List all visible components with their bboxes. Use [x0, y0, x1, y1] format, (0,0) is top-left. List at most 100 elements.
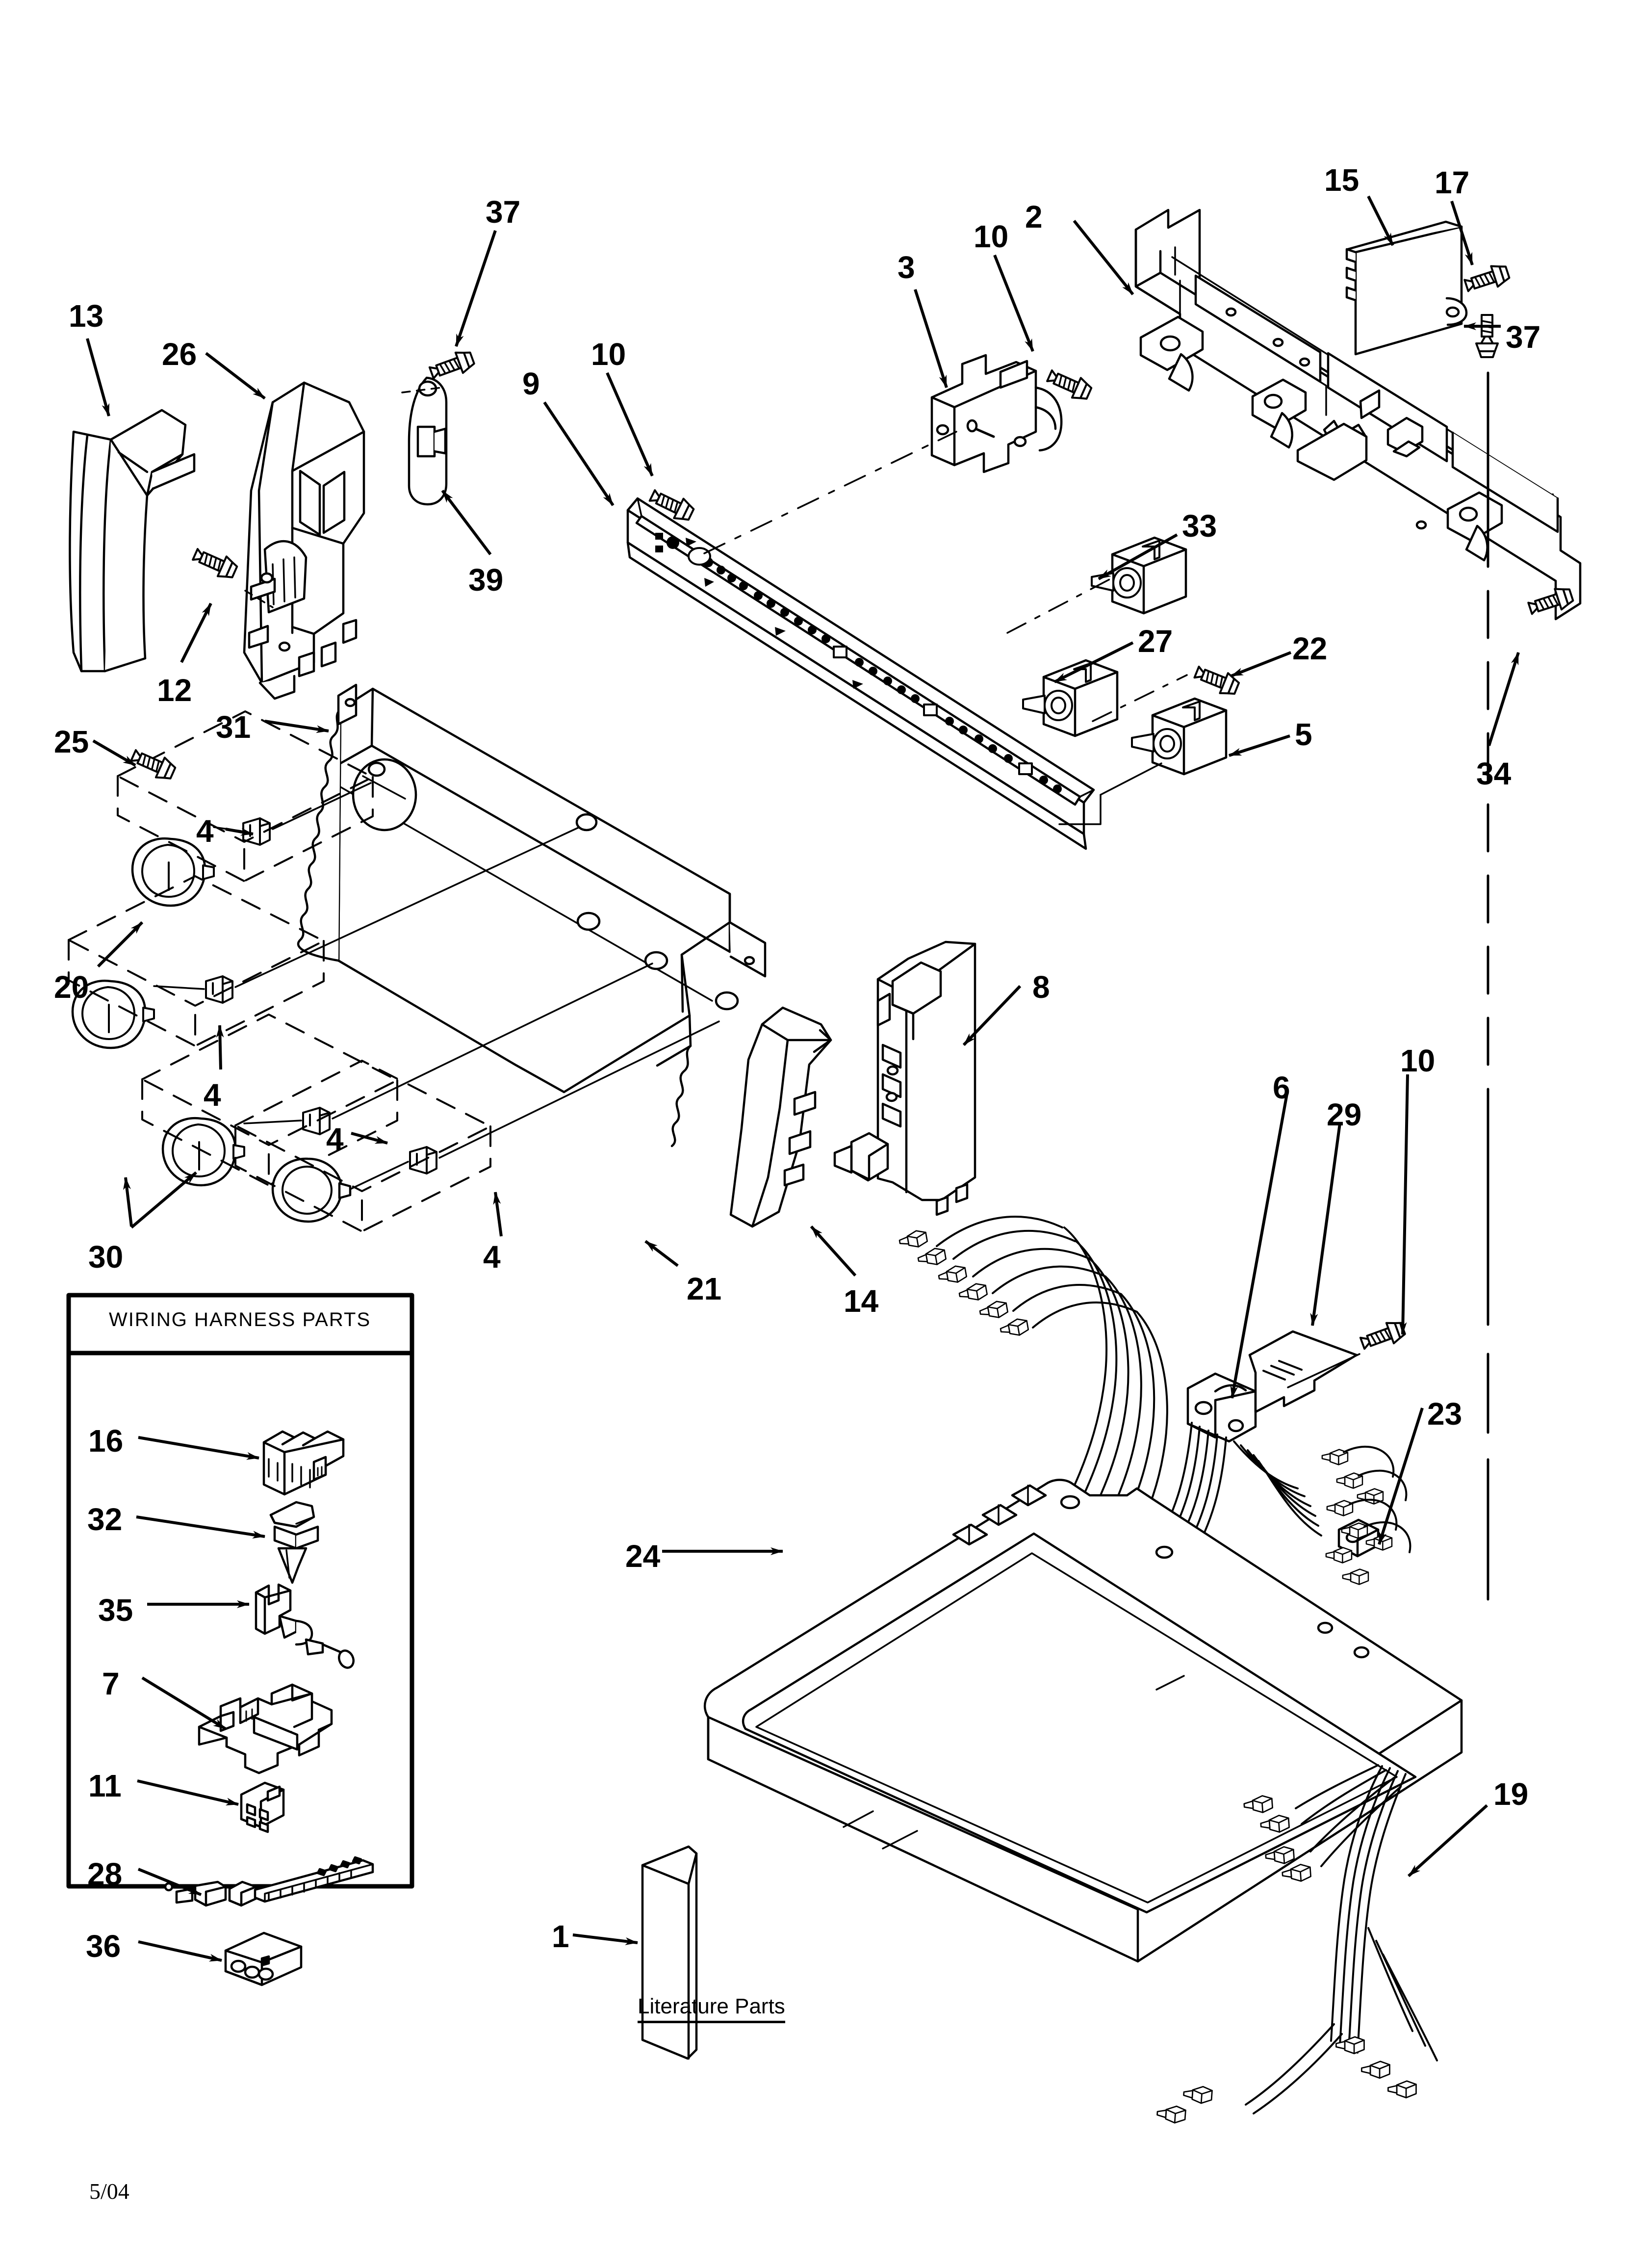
leader-26: [205, 352, 266, 400]
callout-12: 12: [157, 673, 192, 708]
callout-11: 11: [88, 1768, 122, 1803]
part-5-switch: [1132, 699, 1226, 774]
leader-10-left: [606, 372, 654, 477]
callout-26: 26: [162, 337, 197, 372]
callout-10: 10: [974, 219, 1009, 254]
callout-8: 8: [1032, 969, 1050, 1005]
wiring-harness-box-title: WIRING HARNESS PARTS: [109, 1309, 371, 1330]
leader-29: [1310, 1123, 1341, 1326]
leader-25: [92, 739, 136, 767]
leader-11: [137, 1779, 239, 1806]
callout-24: 24: [625, 1538, 661, 1574]
part-1-literature: [641, 1845, 698, 2060]
callout-36: 36: [86, 1929, 121, 1964]
callout-19: 19: [1493, 1776, 1529, 1812]
leader-36: [138, 1940, 222, 1962]
callout-1: 1: [552, 1919, 569, 1954]
callout-27: 27: [1138, 624, 1173, 659]
leader-3: [914, 289, 948, 388]
part-6-mount-bracket: [1186, 1372, 1257, 1443]
part-31-console: [297, 683, 767, 1147]
literature-parts-label: Literature Parts: [638, 1994, 785, 2023]
leader-1: [572, 1933, 638, 1945]
callout-7: 7: [102, 1666, 120, 1701]
leader-30-a: [123, 1177, 133, 1227]
callout-34: 34: [1476, 756, 1512, 791]
leader-2: [1073, 220, 1134, 295]
revision-date-stamp: 5/04: [89, 2179, 129, 2204]
harness-part-35: [255, 1583, 355, 1669]
part-25-screw: [129, 746, 177, 783]
callout-22: 22: [1292, 631, 1328, 666]
leader-9: [543, 401, 615, 506]
leader-4-c: [351, 1132, 388, 1145]
callout-21: 21: [687, 1271, 722, 1306]
leader-4-a: [225, 828, 254, 836]
callout-6: 6: [1273, 1070, 1290, 1105]
harness-part-7: [198, 1683, 333, 1774]
part-9-control-panel-rail: [626, 497, 1095, 850]
leader-8: [962, 985, 1022, 1046]
callout-37: 37: [1506, 319, 1541, 355]
harness-connectors-right: [1321, 1449, 1393, 1585]
leader-27: [1053, 641, 1134, 683]
callout-25: 25: [54, 724, 89, 759]
leader-12: [180, 602, 212, 663]
callout-4: 4: [196, 813, 214, 849]
leader-28: [137, 1868, 202, 1896]
harness-part-28: [164, 1856, 374, 1907]
part-22-screw: [1193, 662, 1241, 699]
part-30-knob-assembly: [68, 813, 598, 1048]
part-37-screw-left: [428, 348, 476, 383]
leader-6: [1230, 1094, 1288, 1399]
part-34-screw: [1527, 585, 1574, 619]
callout-30: 30: [88, 1239, 124, 1275]
callout-16: 16: [88, 1423, 124, 1459]
leader-19: [1407, 1804, 1488, 1877]
leader-17: [1450, 201, 1474, 265]
part-10-screw-timer: [1045, 366, 1093, 403]
part-3-timer: [930, 354, 1063, 473]
callout-9: 9: [522, 366, 540, 401]
part-12-screw: [191, 545, 239, 582]
leader-39: [441, 490, 492, 555]
part-21-knob-assembly-b: [234, 1020, 720, 1232]
part-14-trim: [729, 1006, 832, 1228]
leader-37-left: [455, 230, 497, 347]
leader-30-b: [130, 1171, 197, 1229]
callout-31: 31: [216, 709, 251, 745]
leader-14: [810, 1225, 857, 1277]
callout-28: 28: [87, 1856, 123, 1892]
callout-37: 37: [486, 194, 521, 230]
callout-20: 20: [54, 969, 89, 1005]
leader-10-right: [993, 254, 1034, 352]
part-15-bracket-plate: [1345, 220, 1468, 356]
callout-35: 35: [98, 1592, 133, 1628]
leader-21: [644, 1240, 679, 1267]
leader-20: [97, 921, 144, 968]
callout-29: 29: [1327, 1097, 1362, 1132]
harness-part-36: [224, 1931, 303, 1986]
part-20-knob-assembly: [117, 710, 374, 906]
part-26-console-bracket: [243, 381, 365, 700]
leader-22: [1230, 651, 1292, 678]
leader-5: [1229, 734, 1290, 757]
callout-13: 13: [69, 298, 104, 334]
harness-part-32: [269, 1501, 319, 1584]
part-24-top-panel: [703, 1479, 1463, 1963]
leader-33: [1098, 533, 1178, 580]
part-29-wiring-board: [1248, 1330, 1358, 1413]
leader-13: [86, 338, 110, 417]
leader-23: [1378, 1408, 1424, 1545]
callout-2: 2: [1025, 199, 1043, 235]
harness-part-11: [240, 1781, 285, 1833]
part-37-screw-right: [1476, 315, 1498, 357]
callout-4: 4: [326, 1121, 344, 1157]
leader-4-d: [493, 1192, 503, 1237]
callout-3: 3: [898, 250, 915, 285]
callout-4: 4: [204, 1077, 221, 1113]
callout-33: 33: [1182, 508, 1217, 544]
leader-31: [264, 720, 329, 733]
callout-32: 32: [87, 1502, 123, 1537]
